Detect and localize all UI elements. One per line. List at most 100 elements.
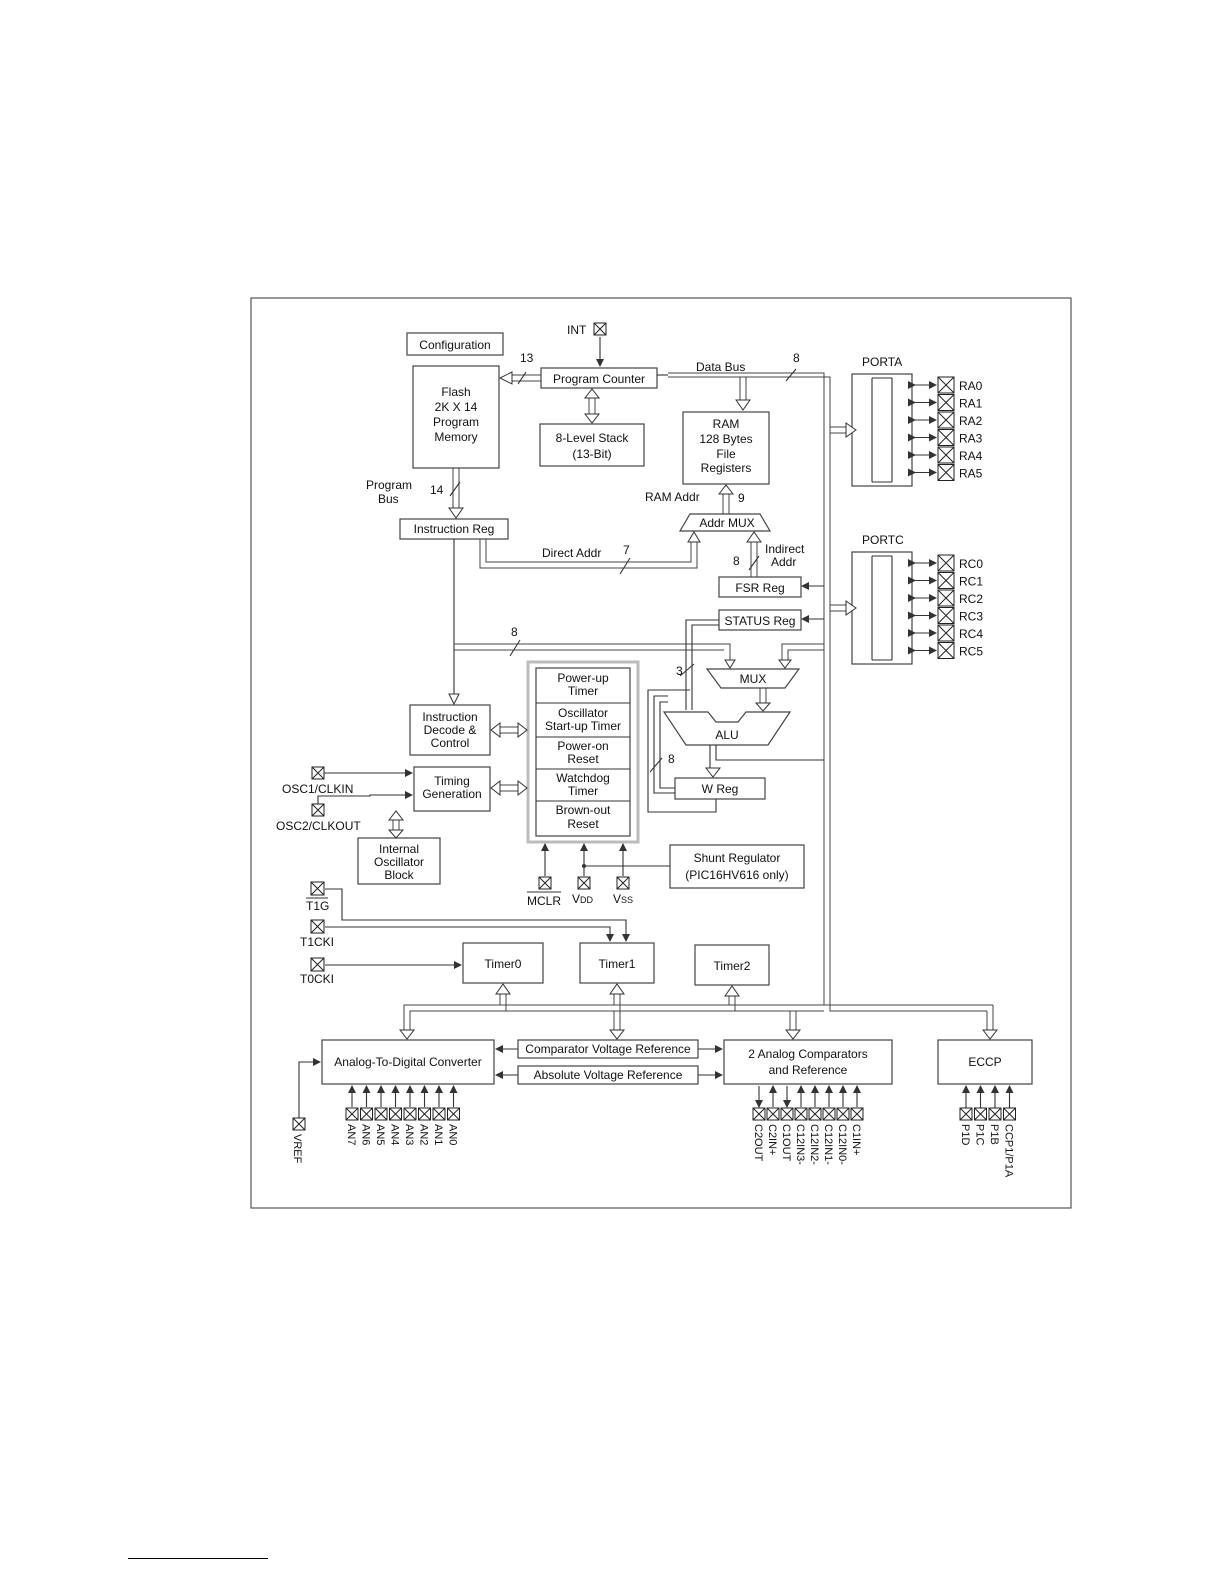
portc-pin-box [937, 589, 955, 607]
decode-supervisor-link [490, 721, 528, 739]
bus-to-portc-arrow [845, 600, 857, 616]
int-label: INT [567, 323, 587, 337]
comparator-pin-box [836, 1107, 850, 1121]
portc-pin-box [937, 572, 955, 589]
comparator-pin-box [850, 1107, 864, 1121]
diagram-frame [250, 297, 1072, 1209]
comparator-pin-box [752, 1107, 766, 1121]
ram-block: RAM 128 Bytes File Registers [682, 411, 770, 485]
portc-pin-label: RC0 [959, 557, 983, 571]
t1cki-line [325, 926, 614, 942]
vss-sub: SS [621, 895, 633, 905]
timing-generation-block: Timing Generation [413, 766, 491, 812]
portc-pin-box [937, 607, 955, 624]
adc-pin-box [447, 1107, 460, 1121]
ram-line: RAM [713, 417, 740, 431]
stack-block: 8-Level Stack (13-Bit) [539, 423, 645, 467]
stack-line: (13-Bit) [572, 447, 611, 461]
instruction-reg-label: Instruction Reg [414, 522, 495, 536]
width-3-label: 3 [676, 664, 683, 678]
porta-pin-box [937, 464, 955, 481]
portc-pin-label: RC5 [959, 645, 983, 659]
timing-intosc-link [387, 810, 405, 839]
ram-line: 128 Bytes [699, 432, 752, 446]
portc-pin-box [937, 554, 955, 572]
bus-to-peripherals [398, 1004, 999, 1040]
eccp-pin-label: P1C [974, 1124, 986, 1145]
pc-to-flash [498, 371, 541, 385]
adc-pin-label: AN2 [418, 1124, 430, 1145]
flash-line: Memory [434, 430, 477, 444]
comparator-pin-label: C12IN1- [822, 1124, 834, 1165]
timing-line: Timing [434, 774, 470, 788]
width-8-alu-label: 8 [668, 752, 675, 766]
adc-pin-box [432, 1107, 446, 1121]
porta-pin-label: RA3 [959, 432, 983, 446]
comparator-pin-box [794, 1107, 808, 1121]
internal-oscillator-block: Internal Oscillator Block [357, 837, 441, 885]
indirect-addr-bus [746, 531, 762, 577]
alu-label: ALU [715, 728, 738, 742]
comparator-vref-block: Comparator Voltage Reference [517, 1039, 699, 1059]
osc1-label: OSC1/CLKIN [282, 782, 353, 796]
portc-pin-label: RC4 [959, 627, 983, 641]
comparators-line: 2 Analog Comparators [748, 1047, 867, 1061]
comparator-pin-label: C2IN+ [766, 1124, 778, 1156]
int-osc-line: Internal [379, 842, 419, 856]
program-counter-block: Program Counter [540, 367, 658, 389]
portc-block: PORTC [851, 533, 913, 665]
bus-to-portc [830, 604, 846, 612]
porta-pin-box [937, 411, 955, 429]
addr-mux-block: Addr MUX [678, 513, 772, 532]
t1g-pin [310, 881, 325, 896]
adc-pin-box [389, 1107, 402, 1121]
timer0-block: Timer0 [462, 942, 544, 984]
porta-pin-box [937, 394, 955, 411]
t1cki-pin [310, 919, 325, 934]
adc-block: Analog-To-Digital Converter [321, 1039, 495, 1085]
flash-line: Flash [441, 385, 470, 399]
bus-to-ram [739, 377, 747, 400]
adc-label: Analog-To-Digital Converter [334, 1055, 481, 1069]
bus-to-ram-arrow [735, 399, 751, 411]
direct-addr-bus [479, 531, 701, 575]
fsr-reg-label: FSR Reg [735, 581, 784, 595]
adc-pin-label: AN3 [403, 1124, 415, 1145]
power-up-timer-label: Timer [568, 684, 598, 698]
comparator-pin-label: C12IN3- [794, 1124, 806, 1165]
instruction-decode-block: Instruction Decode & Control [409, 704, 491, 756]
comparator-pin-box [822, 1107, 836, 1121]
portc-pin-label: RC3 [959, 610, 983, 624]
adc-pin-label: AN0 [447, 1124, 459, 1145]
t1g-label: T1G [306, 899, 329, 913]
porta-pin-label: RA2 [959, 414, 983, 428]
adc-pin-label: AN7 [345, 1124, 357, 1145]
ram-addr-label: RAM Addr [645, 490, 700, 504]
vref-line [298, 1058, 321, 1118]
timer1-label: Timer1 [599, 957, 636, 971]
power-up-timer-label: Power-up [557, 671, 609, 685]
shunt-regulator-block: Shunt Regulator (PIC16HV616 only) [669, 844, 805, 889]
adc-pin-box [360, 1107, 373, 1121]
absolute-vref-label: Absolute Voltage Reference [534, 1068, 683, 1082]
comparator-pin-box [766, 1107, 780, 1121]
comparator-pin-box [808, 1107, 822, 1121]
shunt-line: Shunt Regulator [694, 851, 781, 865]
bor-label: Reset [567, 817, 599, 831]
program-bus-label: Bus [378, 492, 399, 506]
decode-line: Instruction [422, 710, 477, 724]
vss-label: VSS [613, 892, 633, 906]
wdt-label: Timer [568, 784, 598, 798]
comparators-block: 2 Analog Comparators and Reference [723, 1039, 893, 1085]
data-bus [668, 368, 993, 1012]
ost-label: Start-up Timer [545, 719, 621, 733]
indirect-addr-label: Addr [771, 555, 796, 569]
width-14-label: 14 [430, 483, 444, 497]
adc-pin-box [403, 1107, 417, 1121]
osc1-line [317, 769, 413, 779]
t0cki-label: T0CKI [300, 972, 334, 986]
timer-bus-links [495, 983, 740, 1011]
timer2-label: Timer2 [714, 959, 751, 973]
ram-line: File [716, 447, 736, 461]
